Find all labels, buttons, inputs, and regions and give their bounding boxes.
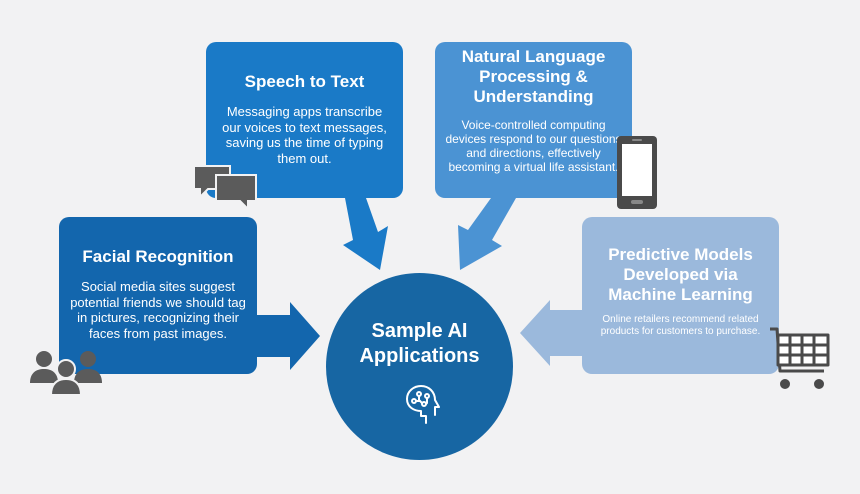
nlp-description: Voice-controlled computing devices respo… — [445, 118, 622, 174]
center-title: Sample AI Applications — [326, 319, 513, 369]
arrow-nlp — [458, 198, 516, 270]
center-title-line1: Sample AI — [371, 320, 468, 342]
speech-to-text-description: Messaging apps transcribe our voices to … — [222, 104, 387, 166]
arrow-speech — [343, 198, 388, 270]
facial-recognition-title: Facial Recognition — [82, 247, 234, 266]
predictive-models-title: Predictive Models Developed via Machine … — [608, 245, 753, 305]
center-title-line2: Applications — [359, 345, 480, 367]
chat-bubbles-icon — [193, 165, 257, 211]
brain-circuit-icon — [405, 385, 440, 424]
shopping-cart-icon — [770, 327, 830, 389]
arrow-face — [257, 302, 320, 370]
smartphone-icon — [617, 136, 657, 209]
facial-recognition-description: Social media sites suggest potential fri… — [70, 279, 246, 341]
predictive-models-description: Online retailers recommend related produ… — [600, 314, 761, 338]
people-group-icon — [30, 351, 102, 395]
center-hub-circle: Sample AI Applications — [326, 273, 513, 460]
nlp-card: Natural Language Processing & Understand… — [435, 42, 632, 198]
nlp-title: Natural Language Processing & Understand… — [461, 47, 606, 107]
facial-recognition-card: Facial Recognition Social media sites su… — [59, 217, 257, 374]
speech-to-text-title: Speech to Text — [244, 72, 365, 91]
arrow-pred — [520, 300, 582, 366]
predictive-models-card: Predictive Models Developed via Machine … — [582, 217, 779, 374]
speech-to-text-card: Speech to Text Messaging apps transcribe… — [206, 42, 403, 198]
